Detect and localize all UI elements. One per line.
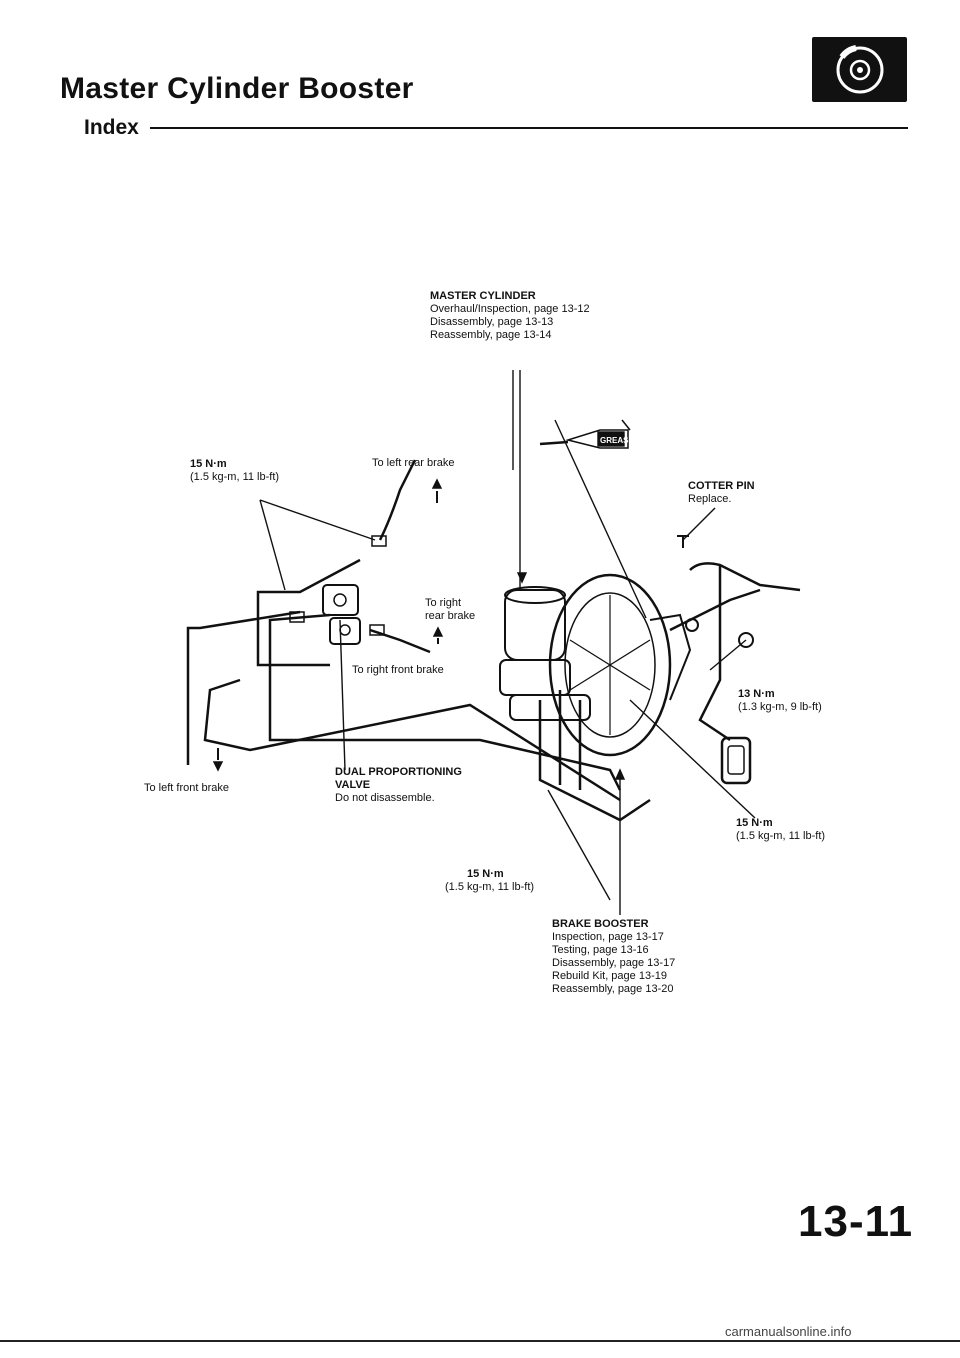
mc-ref-2: Disassembly, page 13-13 bbox=[430, 316, 554, 328]
to-right-rear-line-2: rear brake bbox=[425, 610, 476, 622]
torque-r-detail: (1.3 kg-m, 9 lb-ft) bbox=[738, 701, 822, 713]
dual-valve-name-2: VALVE bbox=[335, 779, 371, 791]
section-subtitle: Index bbox=[84, 116, 139, 139]
master-cylinder-name: MASTER CYLINDER bbox=[430, 290, 536, 302]
footer-rule bbox=[0, 1340, 960, 1342]
cotter-pin-note: Replace. bbox=[688, 493, 732, 505]
to-right-rear-label: To right rear brake bbox=[425, 597, 475, 623]
bb-ref-4: Rebuild Kit, page 13-19 bbox=[552, 970, 667, 982]
torque-right: 13 N·m (1.3 kg-m, 9 lb-ft) bbox=[738, 688, 822, 714]
torque-bottom-center: 15 N·m (1.5 kg-m, 11 lb-ft) bbox=[445, 868, 534, 894]
brake-booster-name: BRAKE BOOSTER bbox=[552, 918, 649, 930]
dual-valve-note: Do not disassemble. bbox=[335, 792, 435, 804]
bb-ref-1: Inspection, page 13-17 bbox=[552, 931, 664, 943]
dual-valve-name-1: DUAL PROPORTIONING bbox=[335, 766, 462, 778]
brake-booster-callout: BRAKE BOOSTER Inspection, page 13-17 Tes… bbox=[552, 918, 675, 996]
torque-bc-value: 15 N·m bbox=[467, 868, 504, 880]
cotter-pin-callout: COTTER PIN Replace. bbox=[688, 480, 755, 506]
cotter-pin-name: COTTER PIN bbox=[688, 480, 755, 492]
page-number: 13-11 bbox=[798, 1197, 914, 1246]
torque-tl-value: 15 N·m bbox=[190, 458, 227, 470]
watermark: carmanualsonline.info bbox=[725, 1324, 852, 1339]
torque-top-left: 15 N·m (1.5 kg-m, 11 lb-ft) bbox=[190, 458, 279, 484]
bb-ref-3: Disassembly, page 13-17 bbox=[552, 957, 676, 969]
brake-disc-section-icon bbox=[812, 37, 907, 102]
to-right-front-label: To right front brake bbox=[352, 664, 444, 676]
to-right-rear-line-1: To right bbox=[425, 597, 462, 609]
torque-br-detail: (1.5 kg-m, 11 lb-ft) bbox=[736, 830, 826, 842]
mc-ref-3: Reassembly, page 13-14 bbox=[430, 329, 552, 341]
master-cylinder-callout: MASTER CYLINDER Overhaul/Inspection, pag… bbox=[430, 290, 590, 342]
page-title: Master Cylinder Booster bbox=[60, 72, 414, 105]
bb-ref-5: Reassembly, page 13-20 bbox=[552, 983, 674, 995]
torque-br-value: 15 N·m bbox=[736, 817, 773, 829]
dual-valve-callout: DUAL PROPORTIONING VALVE Do not disassem… bbox=[335, 766, 462, 805]
header-rule bbox=[150, 127, 908, 129]
torque-bottom-right: 15 N·m (1.5 kg-m, 11 lb-ft) bbox=[736, 817, 825, 843]
bb-ref-2: Testing, page 13-16 bbox=[552, 944, 649, 956]
mc-ref-1: Overhaul/Inspection, page 13-12 bbox=[430, 303, 590, 315]
torque-tl-detail: (1.5 kg-m, 11 lb-ft) bbox=[190, 471, 280, 483]
to-left-rear-label: To left rear brake bbox=[372, 457, 455, 469]
torque-bc-detail: (1.5 kg-m, 11 lb-ft) bbox=[445, 881, 535, 893]
to-left-front-label: To left front brake bbox=[144, 782, 229, 794]
grease-label: GREASE bbox=[600, 436, 634, 445]
torque-r-value: 13 N·m bbox=[738, 688, 775, 700]
